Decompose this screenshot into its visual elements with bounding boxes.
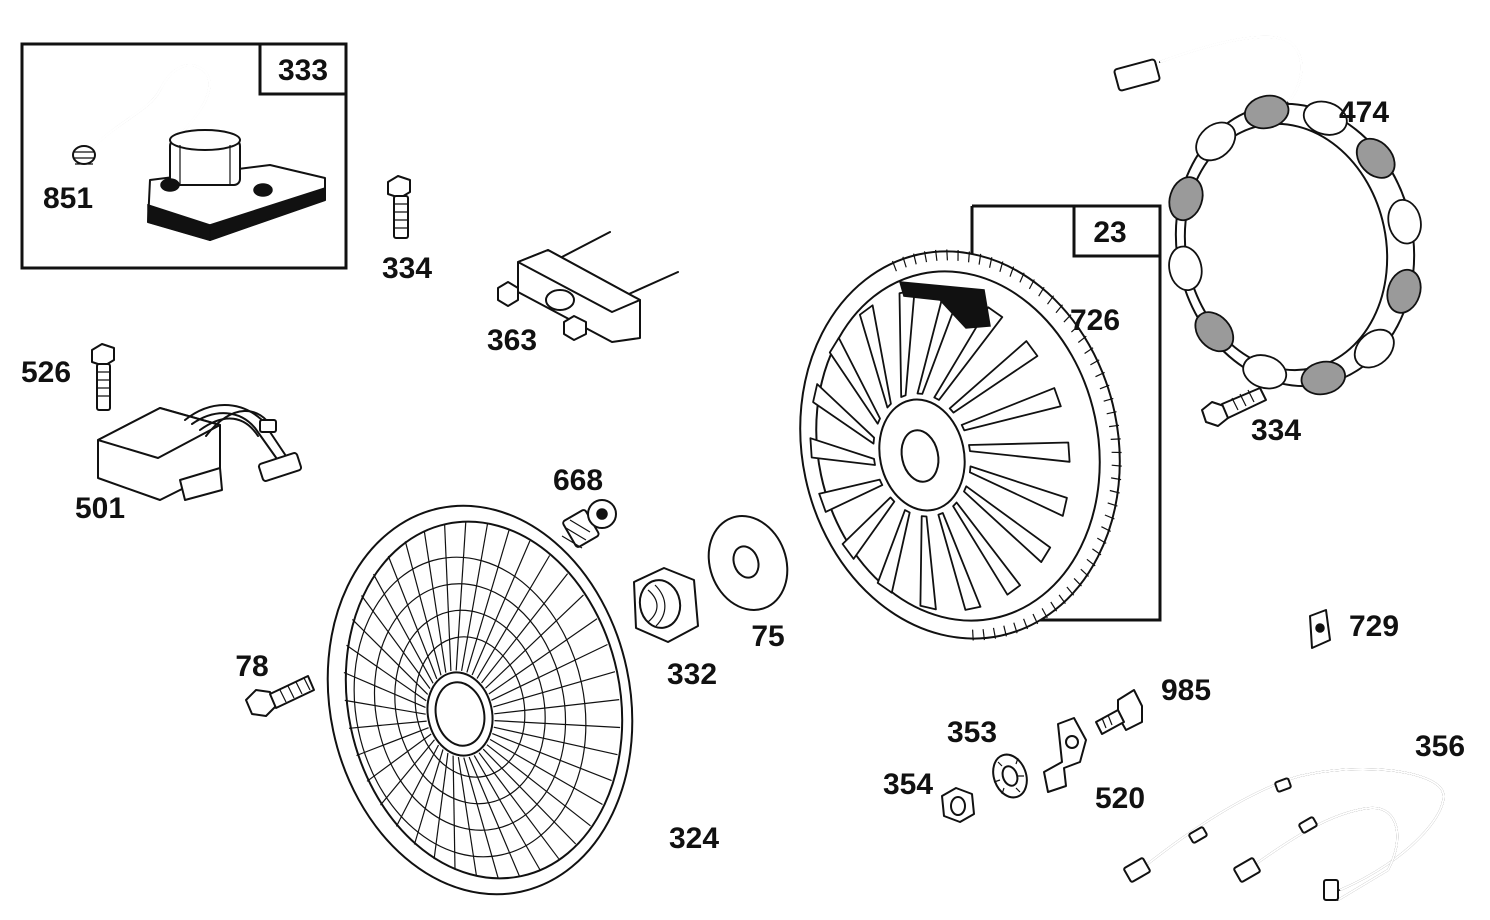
alternator-stator-474	[1113, 35, 1422, 396]
bolt-334-right	[1201, 387, 1267, 427]
bolt-334-top	[387, 175, 411, 239]
label-985: 985	[1161, 674, 1211, 707]
label-324: 324	[669, 822, 719, 855]
wire-harness-356	[1123, 768, 1445, 901]
bolt-78	[245, 675, 315, 717]
clip-729	[1309, 609, 1331, 649]
label-332: 332	[667, 658, 717, 691]
flywheel-726	[799, 249, 1122, 641]
label-334-right: 334	[1251, 414, 1301, 447]
label-363: 363	[487, 324, 537, 357]
bolt-526	[91, 343, 115, 411]
kit-label-333: 333	[278, 54, 328, 87]
nut-354	[941, 787, 975, 823]
screw-668	[561, 499, 617, 549]
label-474: 474	[1339, 96, 1389, 129]
bracket-520	[1043, 717, 1087, 793]
washer-75	[707, 515, 789, 611]
label-334-top: 334	[382, 252, 432, 285]
label-526: 526	[21, 356, 71, 389]
flywheel-puller-363	[497, 231, 679, 343]
ignition-armature-box: 333	[20, 42, 348, 270]
kit-label-box-23	[1072, 204, 1162, 258]
lock-washer-353	[992, 753, 1028, 799]
label-668: 668	[553, 464, 603, 497]
kit-label-23: 23	[1093, 216, 1126, 249]
label-354: 354	[883, 768, 933, 801]
label-78: 78	[235, 650, 268, 683]
nut-332	[633, 567, 699, 643]
label-520: 520	[1095, 782, 1145, 815]
terminal-985	[1095, 689, 1143, 735]
ignition-armature	[72, 64, 326, 242]
label-851: 851	[43, 182, 93, 215]
label-75: 75	[751, 620, 784, 653]
kit-box-333	[20, 42, 348, 270]
kit-label-box-333	[258, 42, 348, 96]
regulator-501	[97, 404, 303, 501]
label-726: 726	[1070, 304, 1120, 337]
label-501: 501	[75, 492, 125, 525]
spark-plug-terminal-851	[72, 145, 96, 165]
flywheel-kit-box: 23	[970, 204, 1162, 622]
flywheel-magnet	[898, 281, 991, 329]
label-356: 356	[1415, 730, 1465, 763]
rotating-screen-324	[326, 504, 634, 896]
label-353: 353	[947, 716, 997, 749]
label-729: 729	[1349, 610, 1399, 643]
